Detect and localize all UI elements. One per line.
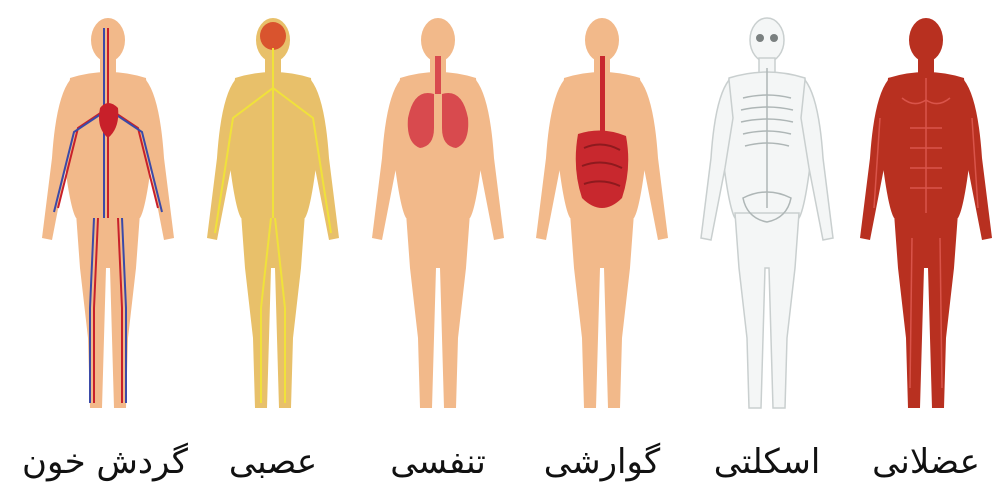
label-skeletal: اسکلتی	[687, 436, 847, 488]
esophagus-shape	[600, 56, 605, 134]
circulatory-system-figure	[28, 8, 188, 428]
label-respiratory: تنفسی	[358, 436, 518, 488]
skeletal-system-figure	[687, 8, 847, 428]
label-circulatory: گردش خون	[28, 436, 188, 488]
label-muscular: عضلانی	[846, 436, 1001, 488]
label-nervous: عصبی	[193, 436, 353, 488]
muscular-system-figure	[846, 8, 1001, 428]
trachea-shape	[435, 56, 441, 94]
nervous-system-figure	[193, 8, 353, 428]
label-digestive: گوارشی	[522, 436, 682, 488]
respiratory-system-figure	[358, 8, 518, 428]
intestines-shape	[576, 130, 629, 208]
brain-shape	[260, 22, 286, 50]
digestive-system-figure	[522, 8, 682, 428]
